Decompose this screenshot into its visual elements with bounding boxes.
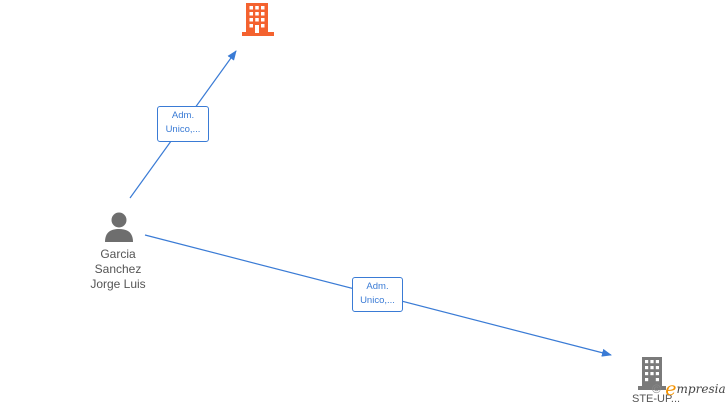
person-name-line: Garcia xyxy=(100,247,136,261)
edge-label-line: Unico,... xyxy=(165,124,201,135)
edge-label-line: Adm. xyxy=(366,281,389,292)
person-name-line: Jorge Luis xyxy=(90,277,146,291)
brand-name: mpresia xyxy=(676,382,726,396)
person-name-line: Sanchez xyxy=(94,262,142,276)
person-name[interactable]: Garcia Sanchez Jorge Luis xyxy=(78,247,158,292)
edge-label-line: Adm. xyxy=(171,110,195,121)
person-icon[interactable] xyxy=(104,211,134,243)
copyright-symbol: © xyxy=(652,382,661,396)
brand-initial: e xyxy=(665,378,677,400)
edge-label-bottom[interactable]: Adm. Unico,... xyxy=(352,277,403,312)
building-icon[interactable] xyxy=(638,356,668,390)
building-icon[interactable] xyxy=(241,2,275,36)
edge-label-line: Unico,... xyxy=(360,295,395,306)
brand-logo: © empresia xyxy=(652,378,726,400)
edge-label-top[interactable]: Adm. Unico,... xyxy=(157,106,209,142)
